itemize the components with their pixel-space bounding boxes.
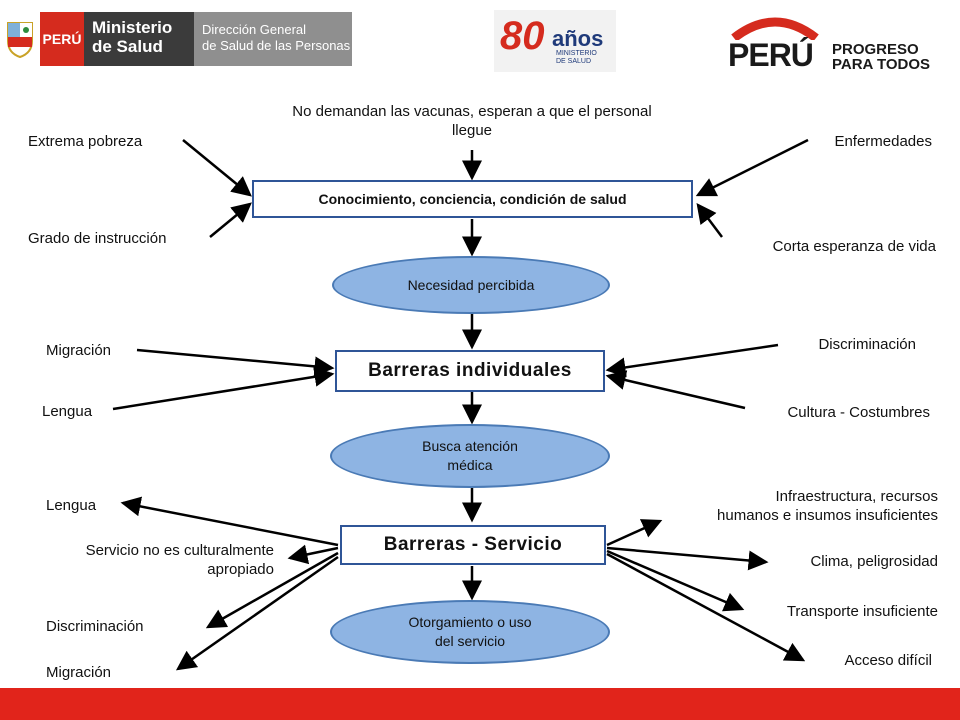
- label-servicio-no-apropiado: Servicio no es culturalmente apropiado: [85, 542, 274, 578]
- arrow-infra: [606, 519, 663, 547]
- label-enfermedades: Enfermedades: [834, 133, 932, 150]
- top-note: No demandan las vacunas, esperan a que e…: [292, 103, 652, 139]
- label-clima: Clima, peligrosidad: [810, 553, 938, 570]
- ministry-name: Ministerio de Salud: [84, 12, 194, 66]
- arrow-esperanza: [696, 203, 723, 238]
- arrow-discriminacion-l: [205, 551, 339, 629]
- arrow-discriminacion-r: [605, 343, 779, 378]
- label-discriminacion-left: Discriminación: [46, 618, 144, 635]
- minsa-logo: PERÚ Ministerio de Salud Dirección Gener…: [0, 12, 352, 66]
- anniversary-sub: MINISTERIO DE SALUD: [556, 50, 597, 65]
- anniversary-number: 80: [500, 14, 545, 58]
- arc-icon: [731, 17, 819, 40]
- arrow-clima: [606, 546, 769, 571]
- arrow-migracion1: [136, 348, 335, 377]
- arrow-acceso: [606, 552, 806, 662]
- ellipse-necesidad: Necesidad percibida: [332, 256, 610, 314]
- arrow-lengua2: [120, 496, 339, 547]
- footer-bar: [0, 688, 960, 720]
- coat-of-arms-icon: [0, 12, 40, 66]
- arrow-migracion2: [175, 555, 339, 671]
- label-corta-esperanza: Corta esperanza de vida: [772, 238, 936, 255]
- arrow-transporte: [606, 549, 745, 612]
- arrow-pobreza: [182, 139, 252, 197]
- label-migracion-2: Migración: [46, 664, 112, 681]
- arrow-lengua1: [112, 366, 335, 411]
- anniversary-logo: 80 años MINISTERIO DE SALUD: [494, 10, 616, 72]
- label-discriminacion-right: Discriminación: [818, 336, 916, 353]
- arrow-enfermedades: [695, 138, 809, 197]
- label-infraestructura: Infraestructura, recursos humanos e insu…: [717, 488, 938, 524]
- label-grado-instruccion: Grado de instrucción: [28, 230, 167, 247]
- box-conocimiento: Conocimiento, conciencia, condición de s…: [252, 180, 693, 218]
- label-acceso-dificil: Acceso difícil: [844, 652, 932, 669]
- label-cultura-costumbres: Cultura - Costumbres: [787, 404, 930, 421]
- box-barreras-servicio: Barreras - Servicio: [340, 525, 606, 565]
- arrow-servicio: [287, 544, 339, 565]
- label-migracion-1: Migración: [46, 342, 112, 359]
- direction-name: Dirección General de Salud de las Person…: [194, 12, 352, 66]
- peru-label: PERÚ: [40, 12, 84, 66]
- label-extrema-pobreza: Extrema pobreza: [28, 133, 143, 150]
- peru-progreso-logo: PERÚ PROGRESO PARA TODOS: [716, 10, 946, 72]
- arrow-cultura: [605, 370, 746, 410]
- label-transporte: Transporte insuficiente: [786, 603, 938, 620]
- anniversary-word: años: [552, 26, 604, 51]
- label-lengua-2: Lengua: [46, 497, 97, 514]
- brand-name: PERÚ: [728, 37, 814, 73]
- arrow-instruccion: [209, 202, 252, 238]
- brand-slogan: PROGRESO PARA TODOS: [832, 41, 931, 73]
- box-barreras-individuales: Barreras individuales: [335, 350, 605, 392]
- label-lengua-1: Lengua: [42, 403, 93, 420]
